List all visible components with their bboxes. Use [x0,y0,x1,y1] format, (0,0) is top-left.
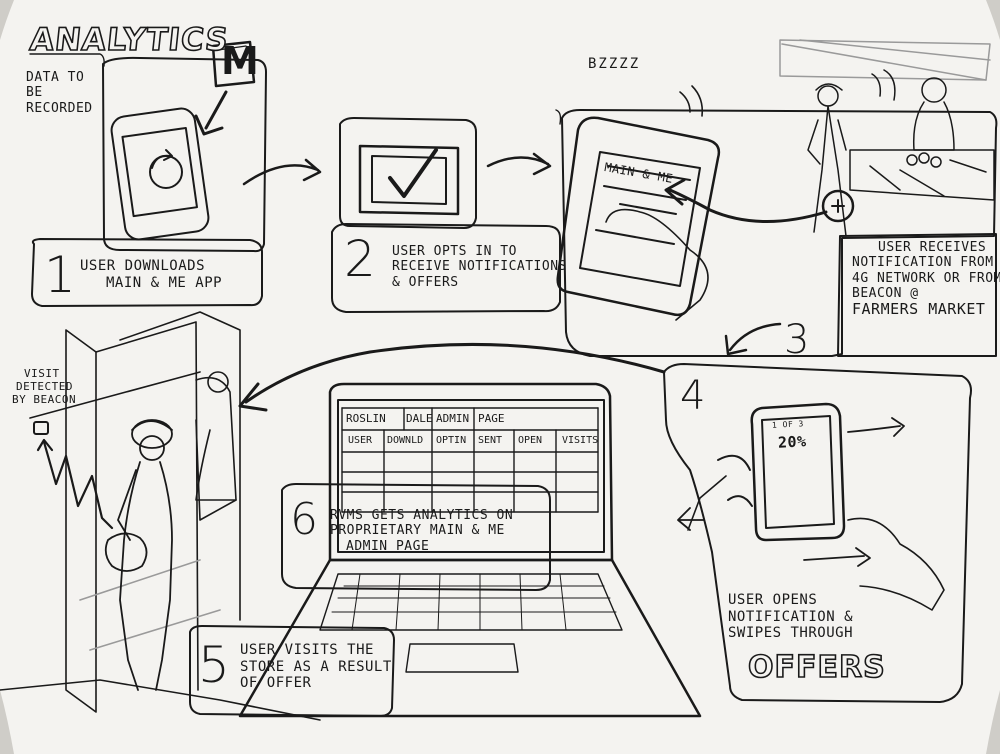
step-5-caption: USER VISITS THE STORE AS A RESULT OF OFF… [240,642,392,692]
step-6-line: ADMIN PAGE [346,538,430,554]
visit-detected-line: BY BEACON [12,392,77,406]
step-3-line: BEACON @ [852,285,919,301]
beacon-notification-icon [821,189,855,223]
visit-detected-line: VISIT [24,367,60,380]
step-6-number: 6 [290,494,318,545]
farmers-market-scene [779,39,995,237]
admin-header-cell: DOWNLD [387,435,424,446]
app-logo-letter: M [221,39,259,83]
phone-notification-illustration [555,85,721,321]
curved-arrow-to-phone [664,178,828,223]
arrow-2-to-3 [486,152,552,176]
download-arrow-icon [194,90,228,136]
admin-header-cell: USER [348,435,373,446]
visit-detected-label: VISIT DETECTED BY BEACON [12,367,77,407]
step-5-number: 5 [198,636,230,694]
step-4-line: NOTIFICATION & [728,608,854,625]
step-6-caption: RVMS GETS ANALYTICS ON PROPRIETARY MAIN … [330,508,513,554]
step-1-line: MAIN & ME APP [106,274,223,291]
page-title: ANALYTICS [27,21,231,59]
arrow-3-to-4 [724,322,782,356]
offer-counter: 1 OF 3 [771,419,805,430]
admin-title-cell: PAGE [478,412,505,425]
panel-1-frame [102,56,267,253]
step-2-caption: USER OPTS IN TO RECEIVE NOTIFICATIONS & … [392,244,567,290]
step-5-line: OF OFFER [240,675,312,692]
step-2-line: & OFFERS [392,274,459,290]
step-4-line: USER OPENS [728,592,818,608]
admin-header-cell: OPEN [518,435,543,446]
step-3-caption: USER RECEIVES NOTIFICATION FROM 4G NETWO… [852,240,1000,319]
panel-3-frame [561,109,998,357]
step-4-number: 4 [680,373,706,419]
admin-title-cell: ROSLIN [346,412,386,425]
shopper-figure [104,419,173,691]
step-4-line: SWIPES THROUGH [728,625,854,642]
step-6-line: PROPRIETARY MAIN & ME [330,523,505,539]
arrow-1-to-2 [242,158,322,186]
step-1-box [31,238,263,307]
step-4-caption: USER OPENS NOTIFICATION & SWIPES THROUGH [728,592,853,642]
phone-download-illustration [110,107,210,241]
admin-header-cell: OPTIN [436,435,467,446]
step-3-box [837,233,997,357]
panel-4-frame [663,363,972,703]
app-logo-icon [211,40,256,88]
step-1-caption: USER DOWNLOADS MAIN & ME APP [80,258,222,291]
step-4-emphasis: OFFERS [747,649,886,686]
step-2-line: RECEIVE NOTIFICATIONS [392,259,567,275]
data-note: DATA TO BE RECORDED [26,70,106,116]
step-1-number: 1 [44,246,76,304]
step-1-line: USER DOWNLOADS [80,258,206,274]
step-3-line: 4G NETWORK OR FROM [852,270,1000,286]
phone-offers-illustration [677,402,945,611]
step-3-line: USER RECEIVES [878,240,987,255]
visit-detected-line: DETECTED [16,379,73,393]
step-3-number: 3 [784,317,810,363]
step-2-box [331,223,561,313]
beacon-signal-icon [33,421,114,530]
step-3-line: NOTIFICATION FROM [852,255,994,271]
step-6-box [281,483,551,591]
checkbox-icon [358,144,460,216]
step-5-line: STORE AS A RESULT [240,658,392,675]
step-2-line: USER OPTS IN TO [392,244,517,259]
step-5-box [189,625,395,717]
step-2-number: 2 [344,230,376,288]
admin-title-cell: ADMIN [436,412,470,425]
step-3-emphasis: FARMERS MARKET [852,300,986,319]
admin-header-cell: VISITS [562,435,599,446]
offer-percent: 20% [777,432,808,452]
admin-title-cell: DALE [406,412,433,425]
step-5-line: USER VISITS THE [240,642,374,658]
store-scene [0,311,321,721]
laptop-illustration [238,382,702,718]
data-note-text: DATA TO BE RECORDED [26,70,93,116]
step-6-line: RVMS GETS ANALYTICS ON [330,508,514,523]
title-underline [29,53,105,67]
admin-table-grid [341,407,599,513]
buzz-text: BZZZZ [588,56,641,72]
admin-header-cell: SENT [478,435,503,446]
